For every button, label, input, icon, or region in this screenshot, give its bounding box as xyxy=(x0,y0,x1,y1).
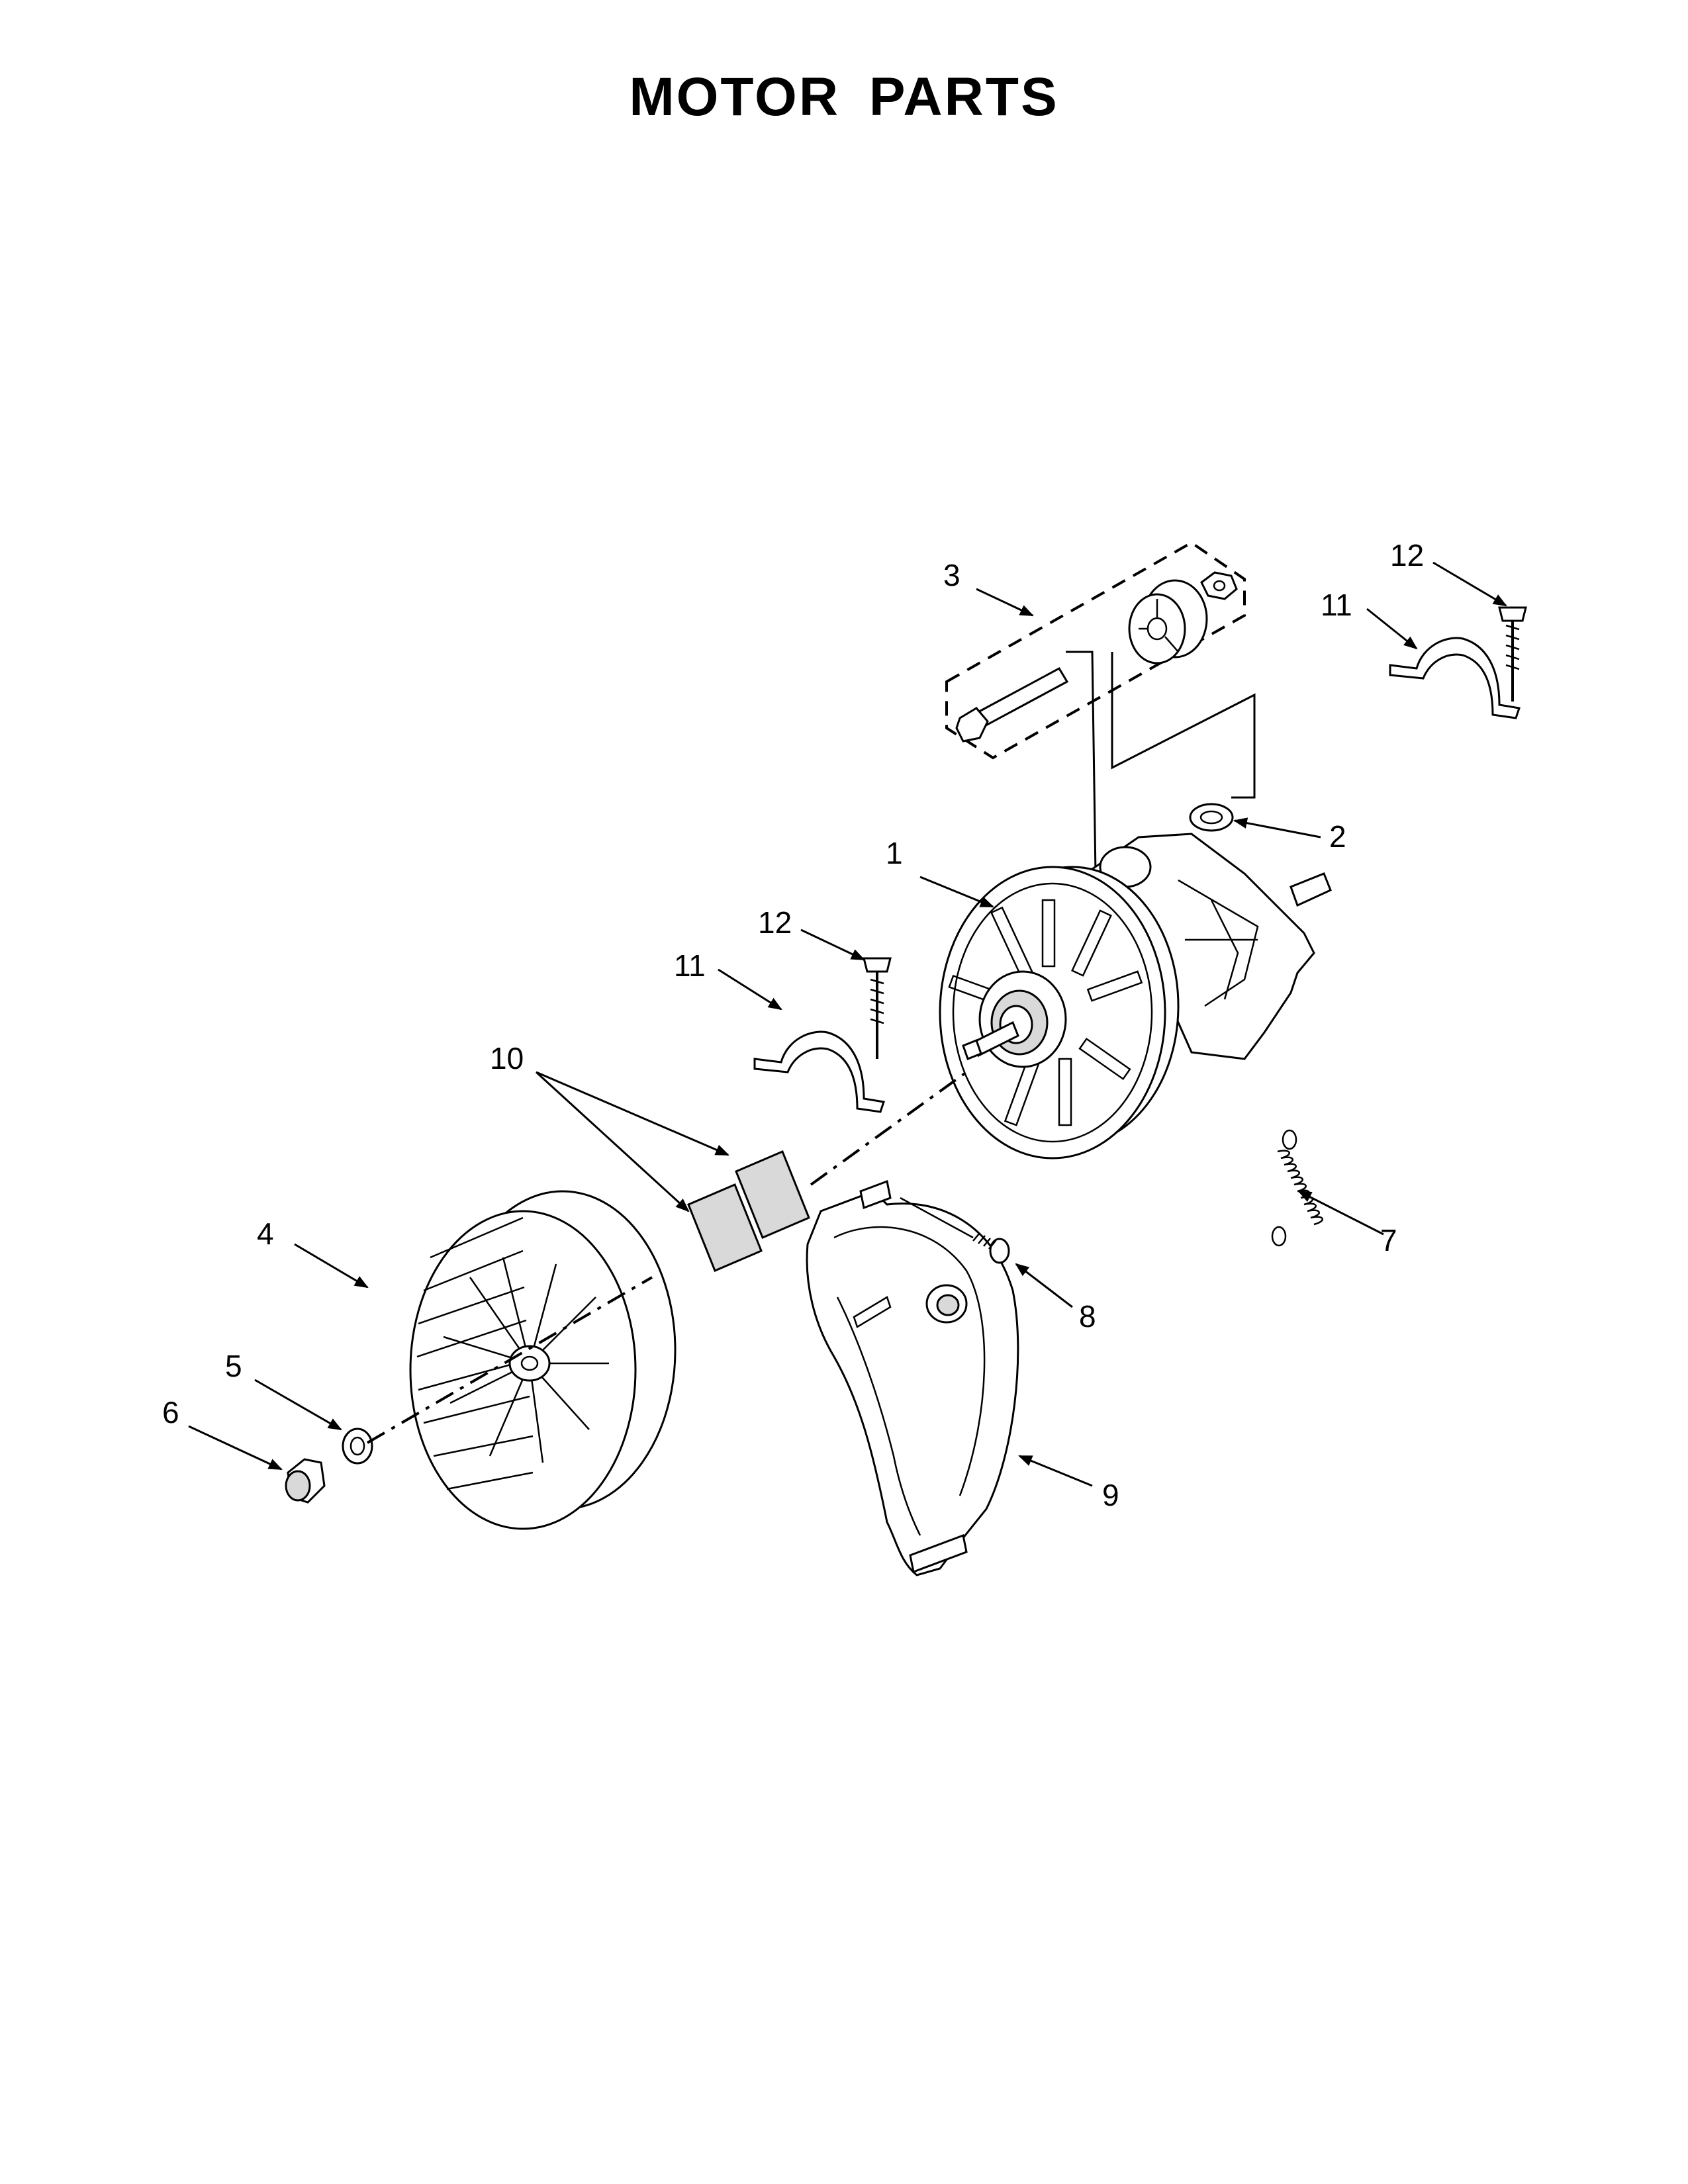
strap-screw-lower xyxy=(863,957,892,1059)
callout-1: 1 xyxy=(886,836,903,870)
blower-vanes xyxy=(416,1216,609,1490)
callout-7: 7 xyxy=(1380,1223,1397,1257)
leader-arrows xyxy=(188,561,1507,1487)
pulley-wheel xyxy=(1128,579,1208,664)
callout-8: 8 xyxy=(1079,1299,1096,1334)
callout-12-lower: 12 xyxy=(758,905,792,940)
motor-spring xyxy=(1271,1129,1323,1247)
housing-screw xyxy=(900,1197,1010,1264)
motor-strap-upper xyxy=(1389,637,1521,719)
pulley-nut xyxy=(1200,571,1238,600)
motor-strap-lower xyxy=(753,1030,885,1113)
idler-pulley-kit xyxy=(945,541,1256,874)
callout-2: 2 xyxy=(1329,819,1346,854)
callout-11-lower: 11 xyxy=(674,948,706,983)
blower-washer xyxy=(342,1428,373,1465)
callout-4: 4 xyxy=(257,1216,274,1251)
callout-labels: 1 2 3 4 5 6 7 8 9 10 11 11 12 12 xyxy=(162,538,1424,1512)
callout-12-upper: 12 xyxy=(1390,538,1424,572)
assembly-axis xyxy=(366,1071,968,1444)
callout-6: 6 xyxy=(162,1395,179,1430)
page-title: MOTOR PARTS xyxy=(629,67,1059,127)
callout-9: 9 xyxy=(1102,1478,1119,1512)
blower-housing xyxy=(806,1179,1019,1576)
strap-screw-upper xyxy=(1498,606,1527,702)
motor-washer xyxy=(1189,803,1234,832)
blower-wheel xyxy=(409,1190,677,1530)
pulley-bolt xyxy=(955,667,1069,743)
callout-3: 3 xyxy=(943,558,961,592)
motor-mount-pad xyxy=(687,1150,810,1272)
callout-5: 5 xyxy=(225,1349,242,1383)
callout-11-upper: 11 xyxy=(1321,588,1352,622)
callout-10: 10 xyxy=(490,1041,524,1075)
drive-motor xyxy=(939,833,1332,1160)
motor-ribs xyxy=(948,899,1143,1126)
blower-nut xyxy=(285,1458,326,1504)
